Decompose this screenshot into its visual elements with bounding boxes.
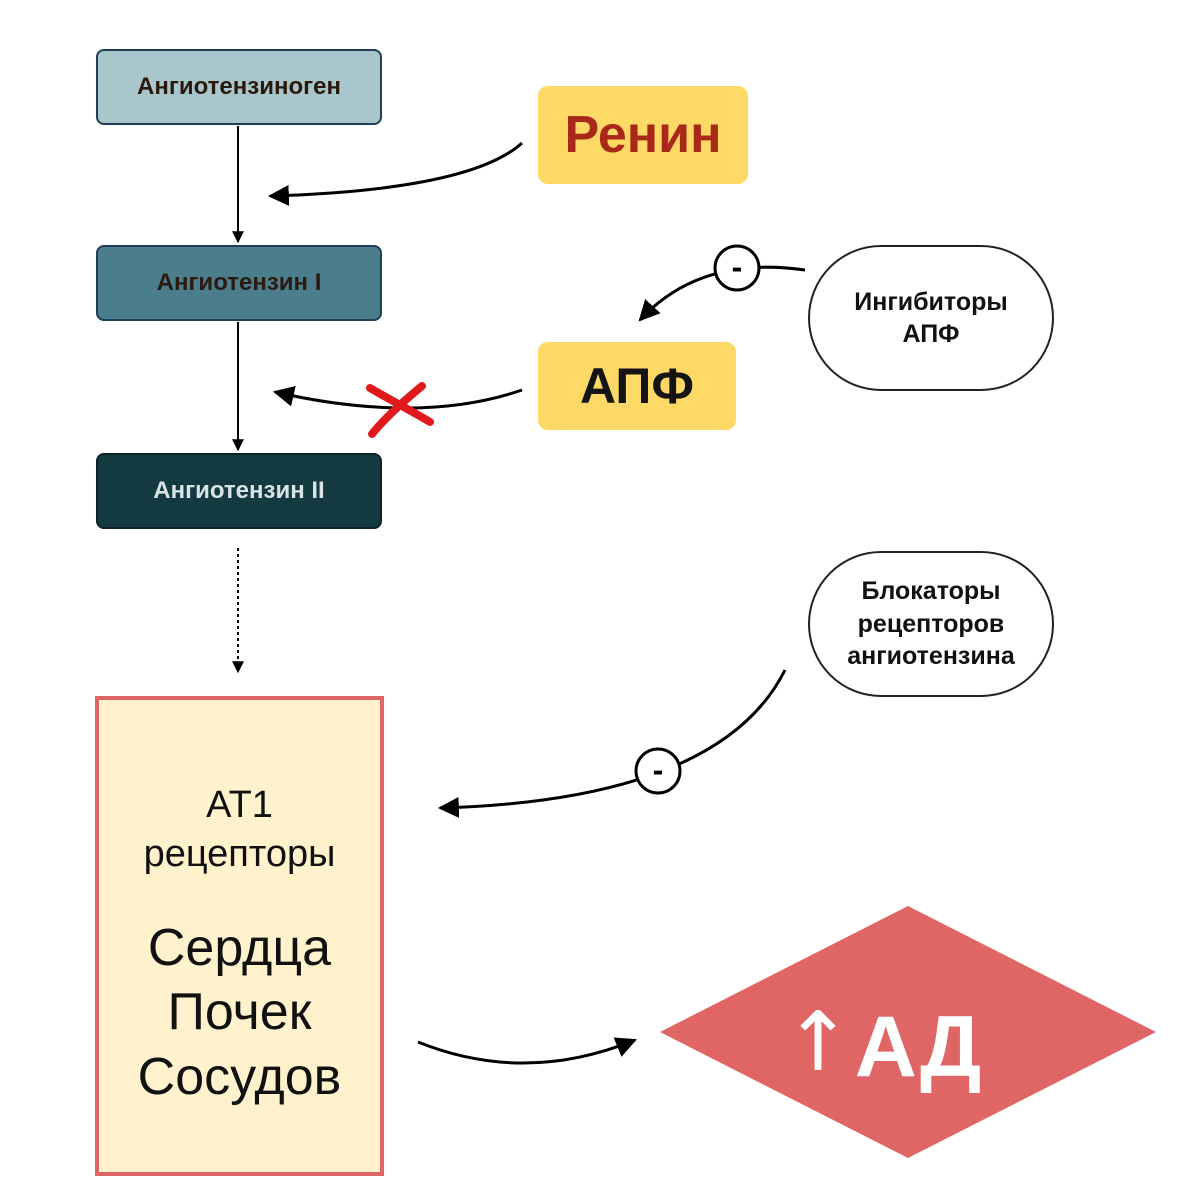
angiotensin2-label: Ангиотензин II	[153, 477, 325, 504]
ace-inhibitors-line: Ингибиторы	[854, 287, 1008, 316]
minus-badge-arb-label: -	[653, 752, 664, 788]
arrow-renin-action	[267, 141, 524, 206]
angiotensin1-box: Ангиотензин I	[96, 245, 382, 321]
ace-inhibitors-oval: Ингибиторы АПФ	[808, 245, 1054, 391]
at1-title-line: AT1	[206, 783, 273, 826]
arrow-ace-inhibitors	[638, 265, 806, 322]
ace-label: АПФ	[579, 358, 695, 414]
at1-title-line: рецепторы	[143, 833, 336, 876]
minus-badge-ace	[713, 244, 761, 292]
blood-pressure-label: АД	[855, 999, 982, 1095]
at1-title: AT1 рецепторы	[144, 781, 336, 880]
arb-oval: Блокаторы рецепторов ангиотензина	[808, 551, 1054, 697]
at1-receptors-box: AT1 рецепторы Сердца Почек Сосудов	[95, 696, 384, 1176]
minus-badge-arb	[634, 747, 682, 795]
arb-line: ангиотензина	[847, 642, 1015, 671]
ace-box: АПФ	[538, 342, 736, 430]
ace-inhibitors-line: АПФ	[902, 320, 960, 348]
organ-vessels: Сосудов	[137, 1047, 342, 1106]
blood-pressure-up-arrow: ↑	[784, 995, 853, 1090]
arrow-to-blood-pressure	[417, 1037, 637, 1065]
angiotensinogen-box: Ангиотензиноген	[96, 49, 382, 125]
blood-pressure-diamond	[660, 906, 1156, 1158]
minus-badge-ace-label: -	[732, 249, 743, 285]
target-organs: Сердца Почек Сосудов	[138, 916, 342, 1109]
arrow-arb	[437, 669, 787, 818]
organ-heart: Сердца	[147, 918, 332, 977]
angiotensin1-label: Ангиотензин I	[156, 269, 322, 296]
arb-line: рецепторов	[857, 609, 1005, 638]
angiotensin2-box: Ангиотензин II	[96, 453, 382, 529]
renin-box: Ренин	[538, 86, 748, 184]
block-cross-icon	[366, 382, 434, 438]
organ-kidneys: Почек	[167, 983, 312, 1042]
angiotensinogen-label: Ангиотензиноген	[137, 73, 341, 100]
arb-line: Блокаторы	[861, 577, 1001, 606]
renin-label: Ренин	[564, 106, 722, 164]
